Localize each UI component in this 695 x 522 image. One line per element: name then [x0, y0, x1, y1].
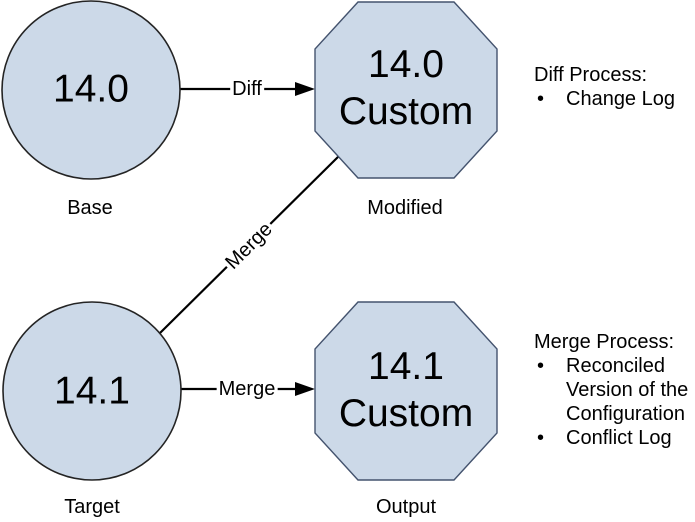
bullet-icon: •: [537, 355, 545, 377]
list-item: • Change Log: [534, 87, 695, 111]
target-node-label: 14.1: [54, 369, 130, 413]
output-node-label: 14.1 Custom: [339, 343, 473, 437]
base-node-label: 14.0: [53, 67, 129, 111]
modified-node-label-line2: Custom: [338, 90, 474, 133]
note-item-text: Change Log: [566, 88, 675, 110]
target-caption: Target: [64, 496, 120, 518]
output-caption: Output: [375, 496, 437, 518]
merge-process-note: Merge Process: • Reconciled Version of t…: [534, 330, 695, 450]
diff-process-note: Diff Process: • Change Log: [534, 63, 695, 111]
diff-arrowhead: [295, 82, 315, 96]
output-node-label-line1: 14.1: [368, 345, 444, 388]
bullet-icon: •: [537, 427, 545, 449]
output-octagon: [314, 301, 498, 481]
diff-edge-label: Diff: [230, 78, 264, 100]
merge-arrowhead: [295, 382, 315, 396]
base-caption: Base: [67, 197, 113, 219]
modified-caption: Modified: [367, 197, 443, 219]
modified-node-label-line1: 14.0: [368, 43, 444, 86]
bullet-icon: •: [537, 88, 545, 110]
merge-process-list: • Reconciled Version of the Configuratio…: [534, 354, 695, 450]
note-item-text: Reconciled Version of the Configuration: [566, 355, 689, 425]
note-item-text: Conflict Log: [566, 427, 672, 449]
modified-node-label: 14.0 Custom: [339, 41, 473, 135]
diff-process-list: • Change Log: [534, 87, 695, 111]
list-item: • Conflict Log: [534, 426, 695, 450]
base-circle: [1, 0, 181, 180]
list-item: • Reconciled Version of the Configuratio…: [534, 354, 695, 426]
target-circle: [2, 301, 182, 481]
diff-process-title: Diff Process:: [534, 64, 647, 86]
output-node-label-line2: Custom: [338, 392, 474, 435]
merge-process-title: Merge Process:: [534, 331, 675, 353]
merge-edge-label: Merge: [216, 378, 278, 400]
modified-octagon: [314, 1, 498, 179]
